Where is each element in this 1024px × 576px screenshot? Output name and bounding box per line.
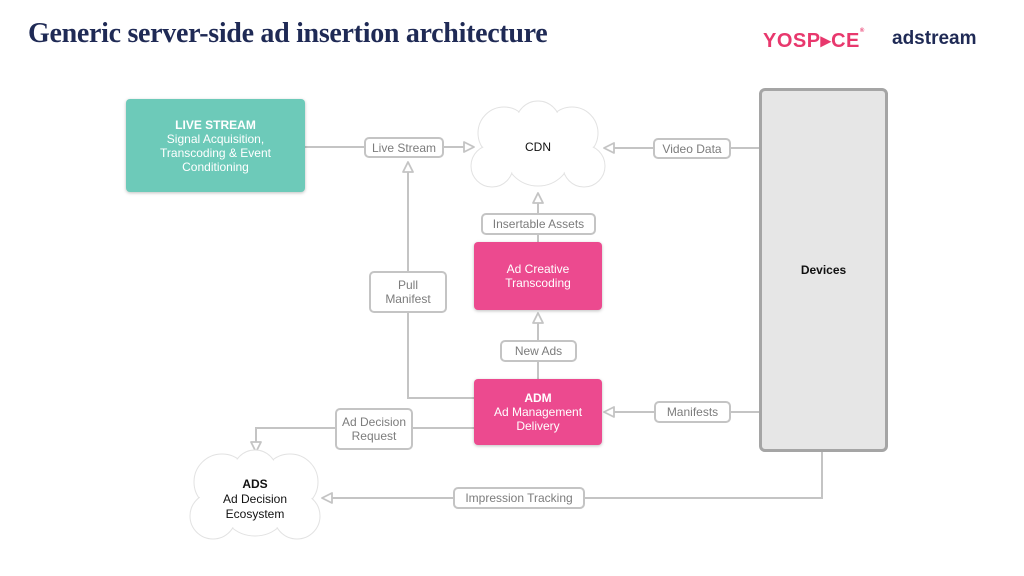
ads-title: ADS	[242, 477, 268, 491]
adstream-logo: adstream	[892, 28, 977, 49]
live-stream-edge-label: Live Stream	[364, 137, 444, 158]
yospace-logo: YOSP▸CE®	[763, 28, 865, 52]
pull-manifest-line1: Pull	[397, 278, 418, 292]
pull-manifest-line2: Manifest	[385, 292, 431, 306]
devices-box: Devices	[759, 88, 888, 452]
ad-creative-line2: Transcoding	[505, 276, 571, 290]
ad-decision-line2: Request	[351, 429, 397, 443]
cdn-label: CDN	[525, 140, 551, 154]
manifests-edge-label: Manifests	[654, 401, 731, 423]
page-title: Generic server-side ad insertion archite…	[28, 18, 548, 49]
ads-label: ADS Ad Decision Ecosystem	[205, 477, 305, 522]
ads-line1: Ad Decision	[222, 492, 288, 506]
ad-decision-line1: Ad Decision	[341, 415, 407, 429]
insertable-assets-edge-label: Insertable Assets	[481, 213, 596, 235]
adm-title: ADM	[524, 391, 552, 405]
adm-line2: Delivery	[516, 419, 560, 433]
ads-line2: Ecosystem	[225, 507, 285, 521]
live-stream-box: LIVE STREAM Signal Acquisition, Transcod…	[126, 99, 305, 192]
adm-line1: Ad Management	[493, 405, 583, 419]
impression-tracking-edge-label: Impression Tracking	[453, 487, 585, 509]
ad-creative-box: Ad Creative Transcoding	[474, 242, 602, 310]
live-stream-line1: Signal Acquisition,	[166, 131, 265, 146]
edge-adm-pull-manifest	[402, 161, 474, 399]
adm-box: ADM Ad Management Delivery	[474, 379, 602, 445]
video-data-edge-label: Video Data	[653, 138, 731, 159]
new-ads-edge-label: New Ads	[500, 340, 577, 362]
pull-manifest-edge-label: Pull Manifest	[369, 271, 447, 313]
live-stream-line3: Conditioning	[182, 159, 249, 174]
live-stream-line2: Transcoding & Event	[160, 145, 271, 160]
ad-creative-line1: Ad Creative	[506, 262, 570, 276]
ad-decision-request-edge-label: Ad Decision Request	[335, 408, 413, 450]
live-stream-title: LIVE STREAM	[175, 117, 256, 132]
devices-label: Devices	[800, 263, 847, 277]
